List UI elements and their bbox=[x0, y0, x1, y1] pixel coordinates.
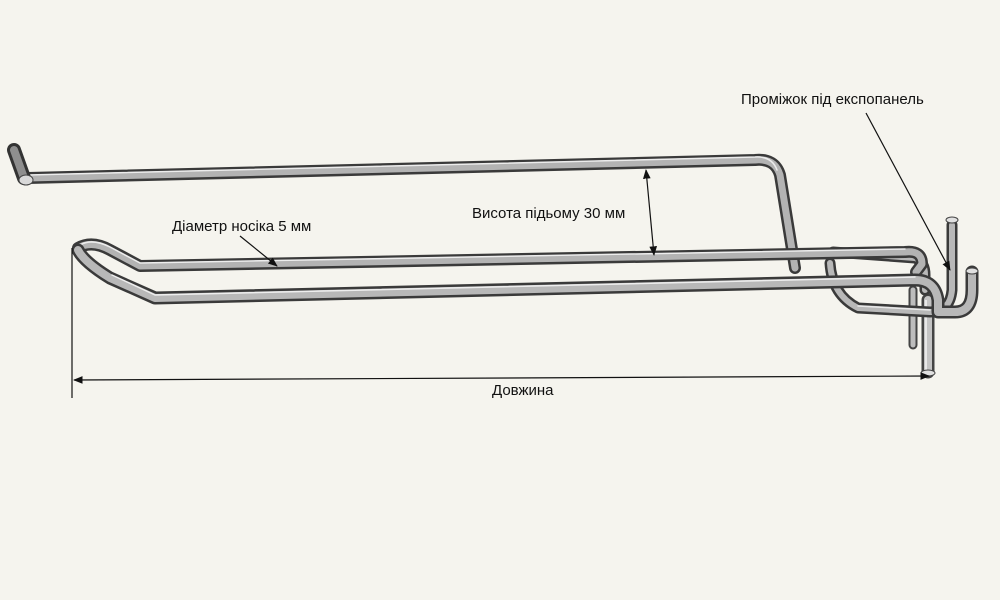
post-caps bbox=[920, 216, 979, 377]
dimension-lines bbox=[71, 112, 951, 398]
rear-posts bbox=[908, 285, 935, 379]
lower-prong bbox=[71, 243, 979, 319]
lift-height-label: Висота підьому 30 мм bbox=[472, 205, 626, 222]
top-rail bbox=[22, 153, 801, 274]
length-label: Довжина bbox=[492, 382, 554, 399]
length-arrow bbox=[73, 372, 930, 384]
upper-prong bbox=[72, 238, 928, 278]
gap-label: Проміжок під експопанель bbox=[741, 91, 924, 108]
tip-diameter-label: Діаметр носіка 5 мм bbox=[172, 218, 312, 235]
gap-leader bbox=[865, 112, 951, 271]
tip-diameter-leader bbox=[239, 235, 278, 267]
top-rail-end-cap bbox=[7, 143, 34, 186]
lift-height-arrow bbox=[642, 169, 658, 256]
